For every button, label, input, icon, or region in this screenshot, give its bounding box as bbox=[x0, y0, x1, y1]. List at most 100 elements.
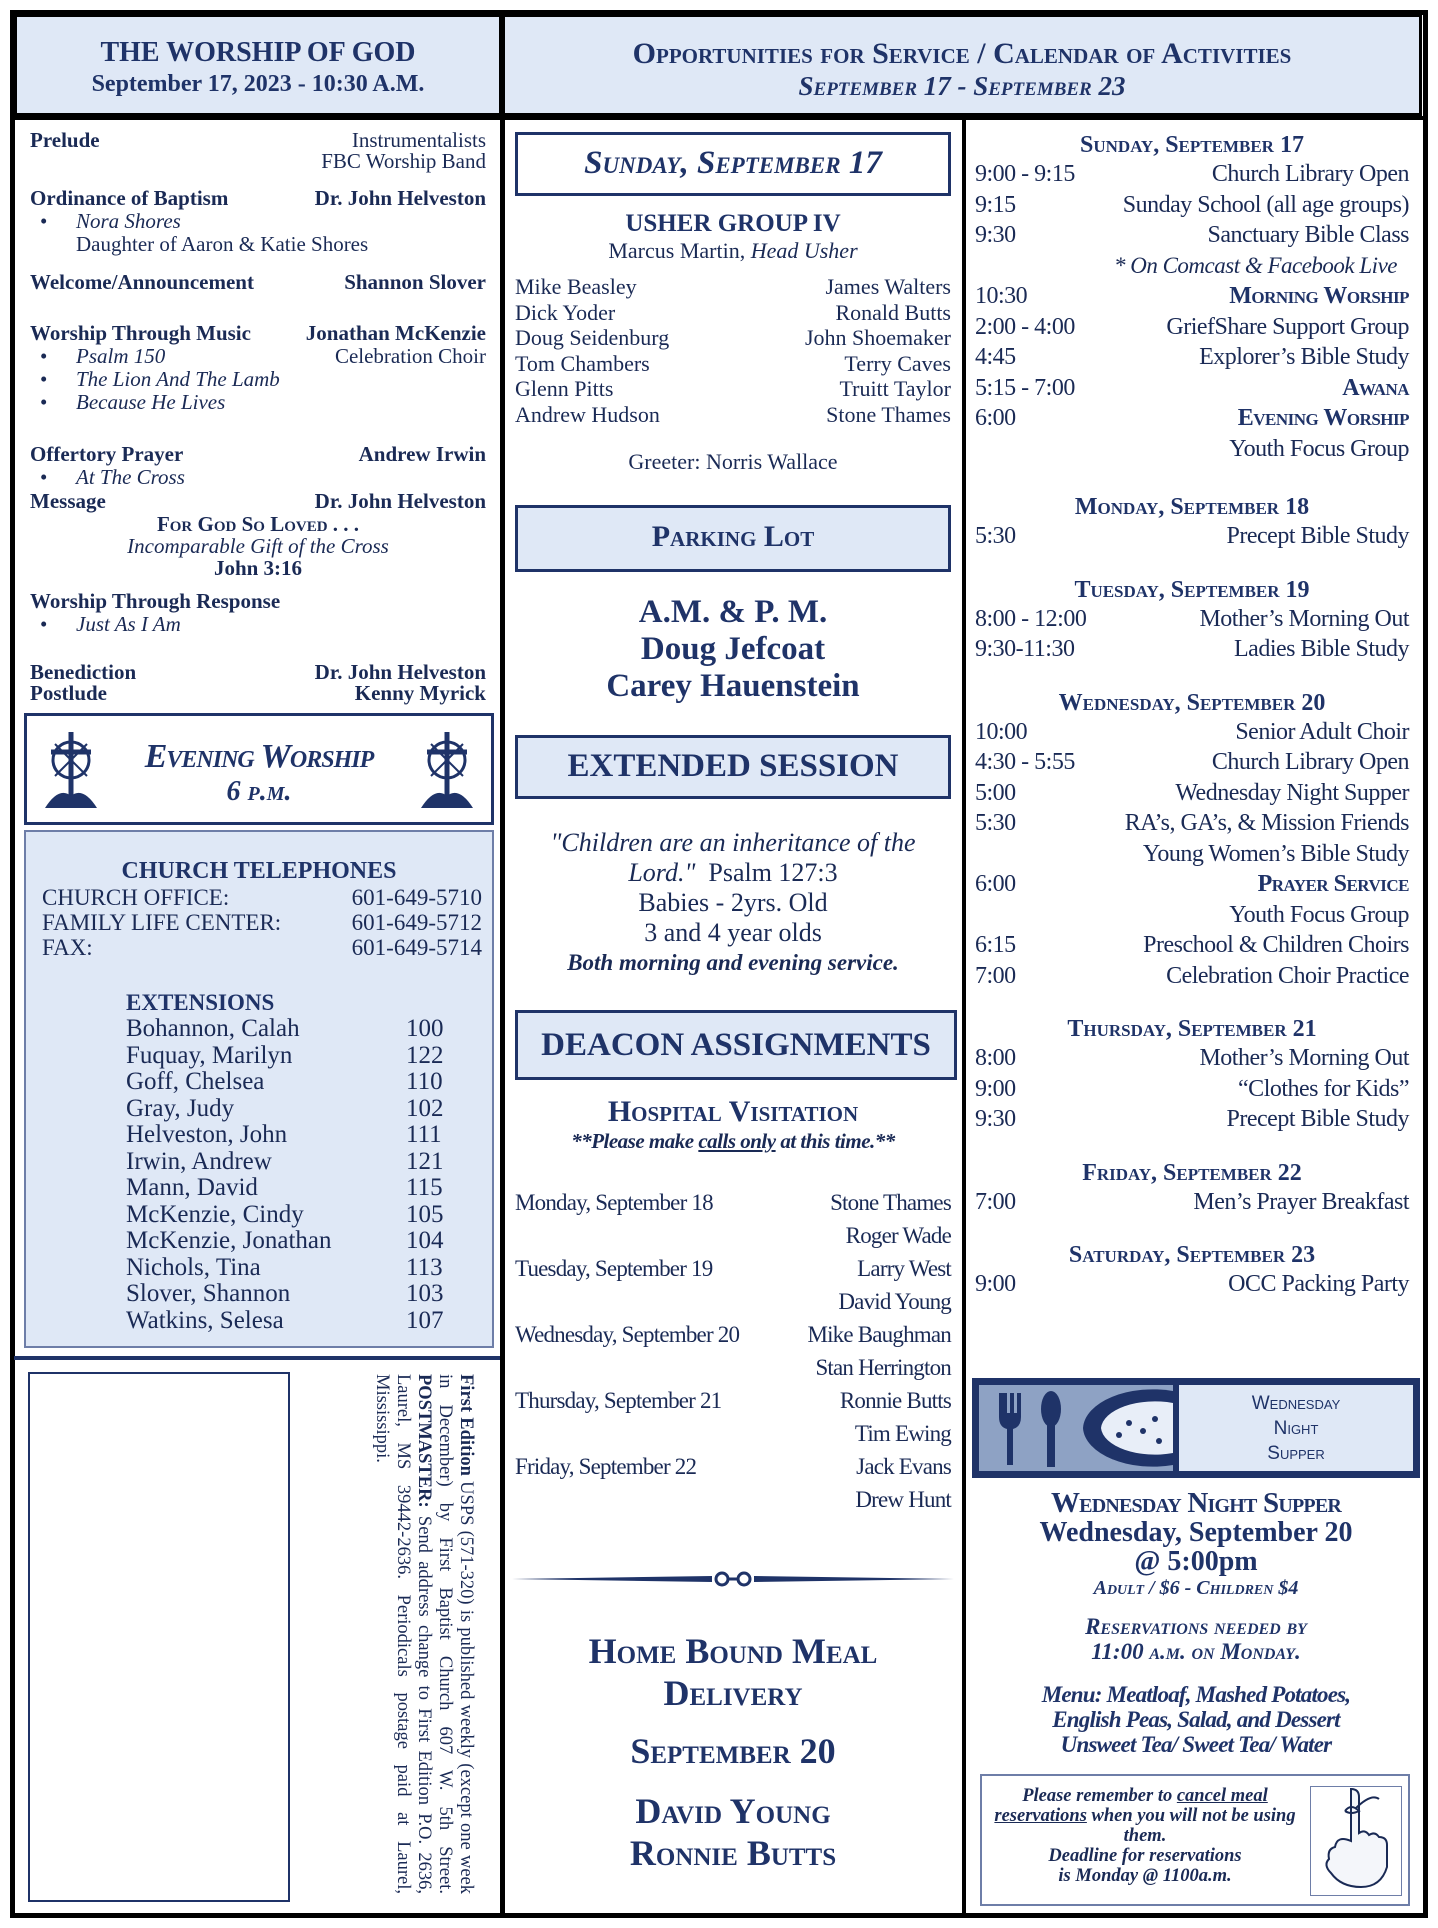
banner-line-3: Supper bbox=[1267, 1443, 1325, 1464]
response-song: Just As I Am bbox=[30, 613, 486, 637]
calendar-event: Mother’s Morning Out bbox=[1199, 1045, 1409, 1071]
supper-menu-3: Unsweet Tea/ Sweet Tea/ Water bbox=[1060, 1732, 1333, 1757]
postal-text: First Edition USPS (571-320) is publishe… bbox=[350, 1374, 476, 1894]
calendar-event: * On Comcast & Facebook Live bbox=[1113, 252, 1398, 278]
calendar-row: * On Comcast & Facebook Live bbox=[975, 251, 1409, 282]
message-label: Message bbox=[30, 489, 106, 513]
header-bottom-rule bbox=[14, 116, 1424, 120]
phone-flc-number: 601-649-5712 bbox=[351, 910, 482, 935]
cancel-e: is Monday @ 1100a.m. bbox=[1058, 1866, 1232, 1886]
supper-banner: Wednesday Night Supper bbox=[972, 1378, 1420, 1478]
head-usher-name: Marcus Martin, bbox=[608, 238, 746, 263]
calendar-event: Mother’s Morning Out bbox=[1199, 605, 1409, 632]
evening-worship-time: 6 p.m. bbox=[226, 776, 292, 807]
calendar-event: Senior Adult Choir bbox=[1235, 718, 1409, 745]
usher-name: Ronald Butts bbox=[835, 299, 951, 325]
deacon-name-2: Stan Herrington bbox=[815, 1355, 951, 1380]
baptism-who: Dr. John Helveston bbox=[314, 186, 486, 210]
deacon-box: DEACON ASSIGNMENTS bbox=[515, 1010, 957, 1080]
extension-number: 121 bbox=[406, 1147, 444, 1175]
extended-session-box: EXTENDED SESSION bbox=[515, 735, 951, 799]
phone-office-label: CHURCH OFFICE: bbox=[42, 885, 230, 910]
homebound-name-1: David Young bbox=[635, 1791, 831, 1831]
usher-name: Truitt Taylor bbox=[839, 376, 951, 401]
calendar-header: Opportunities for Service / Calendar of … bbox=[502, 14, 1422, 116]
calendar-day-title: Tuesday, September 19 bbox=[1074, 576, 1310, 603]
usher-row: Dick Yoder Ronald Butts bbox=[515, 300, 951, 326]
usher-name: Andrew Hudson bbox=[515, 401, 660, 427]
calendar-time: 5:00 bbox=[975, 779, 1016, 806]
message-row: Message Dr. John Helveston bbox=[30, 489, 486, 513]
cross-ship-wheel-icon-right bbox=[421, 732, 473, 808]
parking-times: A.M. & P. M. bbox=[638, 594, 828, 630]
extended-both: Both morning and evening service. bbox=[567, 950, 899, 975]
welcome-row: Welcome/Announcement Shannon Slover bbox=[30, 270, 486, 295]
phone-office-number: 601-649-5710 bbox=[351, 885, 482, 910]
col-divider-right bbox=[962, 120, 966, 1914]
deacon-day: Tuesday, September 19 bbox=[515, 1256, 713, 1281]
deacon-name: Stone Thames bbox=[830, 1190, 952, 1215]
page-border bbox=[10, 10, 1428, 1918]
benediction-label: Benediction bbox=[30, 660, 137, 684]
calendar-time: 9:00 bbox=[975, 1271, 1016, 1297]
extended-quote: "Children are an inheritance of the Lord… bbox=[550, 828, 916, 887]
calendar-time: 8:00 - 12:00 bbox=[975, 605, 1087, 632]
deacon-name: Ronnie Butts bbox=[839, 1388, 952, 1413]
parking-title: Parking Lot bbox=[651, 520, 815, 553]
extension-number: 104 bbox=[406, 1227, 444, 1254]
deacon-name-2: Roger Wade bbox=[845, 1223, 952, 1248]
phone-fax-label: FAX: bbox=[42, 935, 93, 960]
sunday-box: Sunday, September 17 bbox=[515, 132, 951, 196]
postlude-row: Postlude Kenny Myrick bbox=[30, 683, 486, 704]
calendar-event: Precept Bible Study bbox=[1226, 523, 1410, 549]
calendar-time: 4:30 - 5:55 bbox=[975, 749, 1075, 775]
calendar-time: 6:15 bbox=[975, 932, 1016, 958]
calendar-event: OCC Packing Party bbox=[1228, 1271, 1409, 1297]
extended-ref: Psalm 127:3 bbox=[708, 858, 838, 887]
supper-banner-label: Wednesday Night Supper bbox=[1179, 1385, 1413, 1471]
head-usher: Marcus Martin, Head Usher bbox=[515, 238, 951, 264]
usher-name: Dick Yoder bbox=[515, 299, 616, 325]
message-ref: John 3:16 bbox=[213, 556, 303, 580]
postal-box: First Edition USPS (571-320) is publishe… bbox=[14, 1356, 500, 1914]
parking-lot-box: Parking Lot bbox=[515, 505, 951, 572]
calendar-time: 8:00 bbox=[975, 1045, 1016, 1071]
calendar-subtitle: September 17 - September 23 bbox=[798, 71, 1126, 101]
finger-string-reminder-icon bbox=[1310, 1786, 1402, 1896]
calendar-time: 10:30 bbox=[975, 283, 1028, 309]
calendar-time: 9:00 - 9:15 bbox=[975, 161, 1075, 187]
calendar-event: Youth Focus Group bbox=[1229, 901, 1409, 928]
calendar-event: Awana bbox=[1342, 374, 1409, 401]
worship-header: THE WORSHIP OF GOD September 17, 2023 - … bbox=[14, 14, 502, 116]
postal-edition: First Edition bbox=[456, 1374, 476, 1476]
extension-name: Irwin, Andrew bbox=[126, 1147, 272, 1175]
extended-quote-line: "Children are an inheritance of the Lord… bbox=[515, 828, 951, 888]
calendar-event: Men’s Prayer Breakfast bbox=[1193, 1188, 1409, 1215]
calendar-day-title: Saturday, September 23 bbox=[1068, 1242, 1316, 1268]
usher-section: USHER GROUP IV Marcus Martin, Head Usher… bbox=[515, 210, 951, 475]
banner-line-2: Night bbox=[1273, 1418, 1319, 1439]
calendar-day-title: Sunday, September 17 bbox=[1080, 132, 1304, 158]
order-of-worship: Prelude Instrumentalists FBC Worship Ban… bbox=[30, 130, 486, 704]
supper-title: Wednesday Night Supper bbox=[1050, 1487, 1342, 1519]
